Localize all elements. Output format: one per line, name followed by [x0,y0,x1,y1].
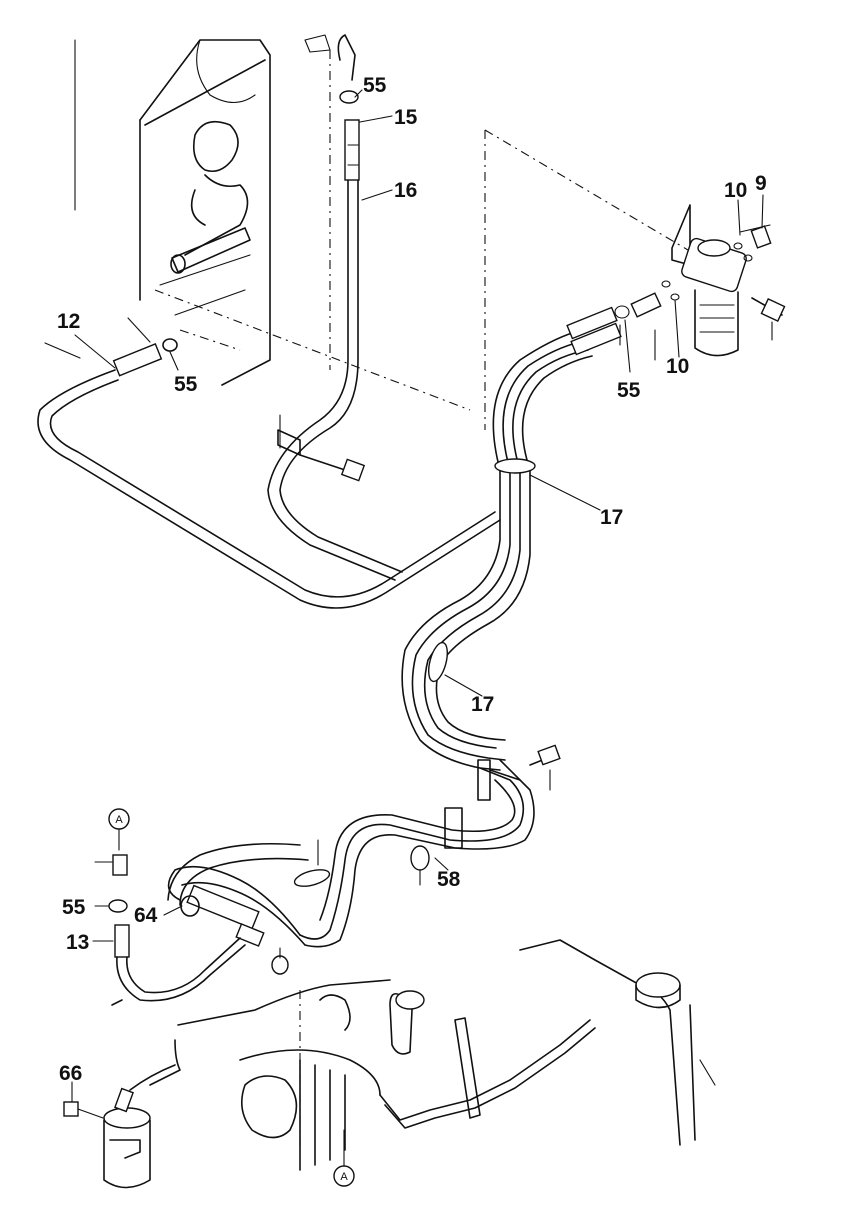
callout-58: 58 [437,868,461,891]
callout-55-lower: 55 [62,896,86,919]
leader-lines [154,50,689,1150]
callout-9: 9 [755,172,767,195]
callout-10-bottom: 10 [666,355,689,378]
svg-text:A: A [340,1171,348,1183]
fuel-pump-icon [149,979,596,1129]
callout-labels: 55 15 16 10 9 12 55 55 10 17 17 58 55 64… [57,74,767,1085]
callout-10-top: 10 [724,179,747,202]
callout-15: 15 [394,106,418,129]
sedimenter-icon [63,1064,176,1189]
reference-a-top: A [108,808,130,851]
clamps-and-bolts [94,90,561,975]
callout-55-mid: 55 [617,379,641,402]
callout-55-top: 55 [363,74,387,97]
callout-13: 13 [66,931,89,954]
callout-66: 66 [59,1062,82,1085]
callout-12: 12 [57,310,80,333]
callout-leaders [44,89,764,1103]
callout-16: 16 [394,179,417,202]
callout-17-upper: 17 [600,506,623,529]
fuel-filter-icon [614,204,786,361]
radiator-icon [239,939,716,1171]
callout-17-lower: 17 [471,693,494,716]
callout-64: 64 [134,904,158,927]
svg-text:A: A [115,814,123,826]
engine-block-icon [74,39,271,386]
fuel-hoses [37,34,622,1006]
callout-55-left: 55 [174,373,198,396]
reference-a-bottom: A [333,1129,355,1187]
